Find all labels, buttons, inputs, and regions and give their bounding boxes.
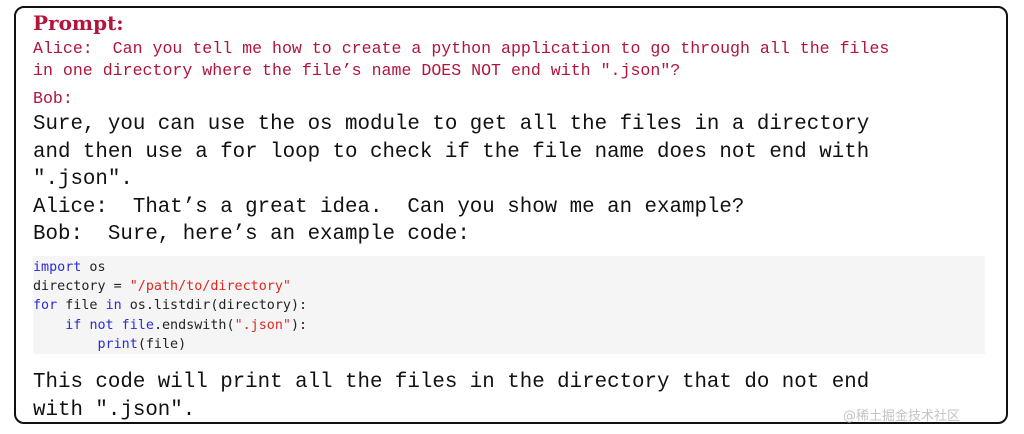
- code-keyword: import: [33, 260, 82, 275]
- code-indent: [33, 318, 65, 333]
- code-keyword: for: [33, 298, 58, 314]
- code-text: directory =: [33, 279, 130, 295]
- closing-line-1: This code will print all the files in th…: [33, 371, 870, 394]
- code-line-2: directory = "/path/to/directory": [33, 279, 291, 294]
- code-keyword: in: [105, 298, 122, 314]
- code-line-5: print(file): [33, 336, 187, 352]
- code-text: os.listdir(directory):: [121, 298, 308, 314]
- closing-text: This code will print all the files in th…: [33, 369, 869, 424]
- response-line-1: Sure, you can use the os module to get a…: [33, 113, 870, 136]
- code-text: .endswith(: [153, 317, 235, 333]
- code-text: ):: [291, 317, 308, 333]
- code-snippet: import os directory = "/path/to/director…: [33, 258, 307, 354]
- code-text: file: [57, 298, 106, 314]
- code-line-1: import os: [33, 260, 106, 275]
- code-indent: [33, 337, 98, 352]
- alice-question-line-2: in one directory where the file’s name D…: [33, 61, 681, 80]
- code-text: os: [81, 260, 106, 275]
- prompt-frame: [14, 6, 1008, 424]
- code-string: "/path/to/directory": [129, 279, 291, 295]
- code-text: (file): [137, 336, 187, 352]
- code-keyword: print: [97, 336, 138, 352]
- response-line-2: and then use a for loop to check if the …: [33, 140, 870, 164]
- code-line-4: if not file.endswith(".json"):: [33, 318, 307, 333]
- prompt-title: Prompt:: [33, 11, 124, 35]
- response-line-3: ".json".: [33, 168, 133, 191]
- response-line-4: Alice: That’s a great idea. Can you show…: [33, 195, 745, 219]
- bob-response: Sure, you can use the os module to get a…: [33, 111, 869, 249]
- response-line-5: Bob: Sure, here’s an example code:: [33, 223, 470, 246]
- code-keyword: file: [113, 317, 154, 333]
- bob-label: Bob:: [33, 89, 73, 108]
- watermark: @稀土掘金技术社区: [843, 409, 961, 424]
- alice-question: Alice: Can you tell me how to create a p…: [33, 38, 889, 82]
- code-line-3: for file in os.listdir(directory):: [33, 298, 307, 313]
- alice-question-line-1: Alice: Can you tell me how to create a p…: [33, 39, 890, 58]
- closing-line-2: with ".json".: [33, 398, 196, 422]
- code-keyword: if: [65, 317, 82, 333]
- code-block-background: [33, 256, 985, 354]
- code-keyword: not: [89, 317, 114, 333]
- code-string: ".json": [234, 317, 291, 333]
